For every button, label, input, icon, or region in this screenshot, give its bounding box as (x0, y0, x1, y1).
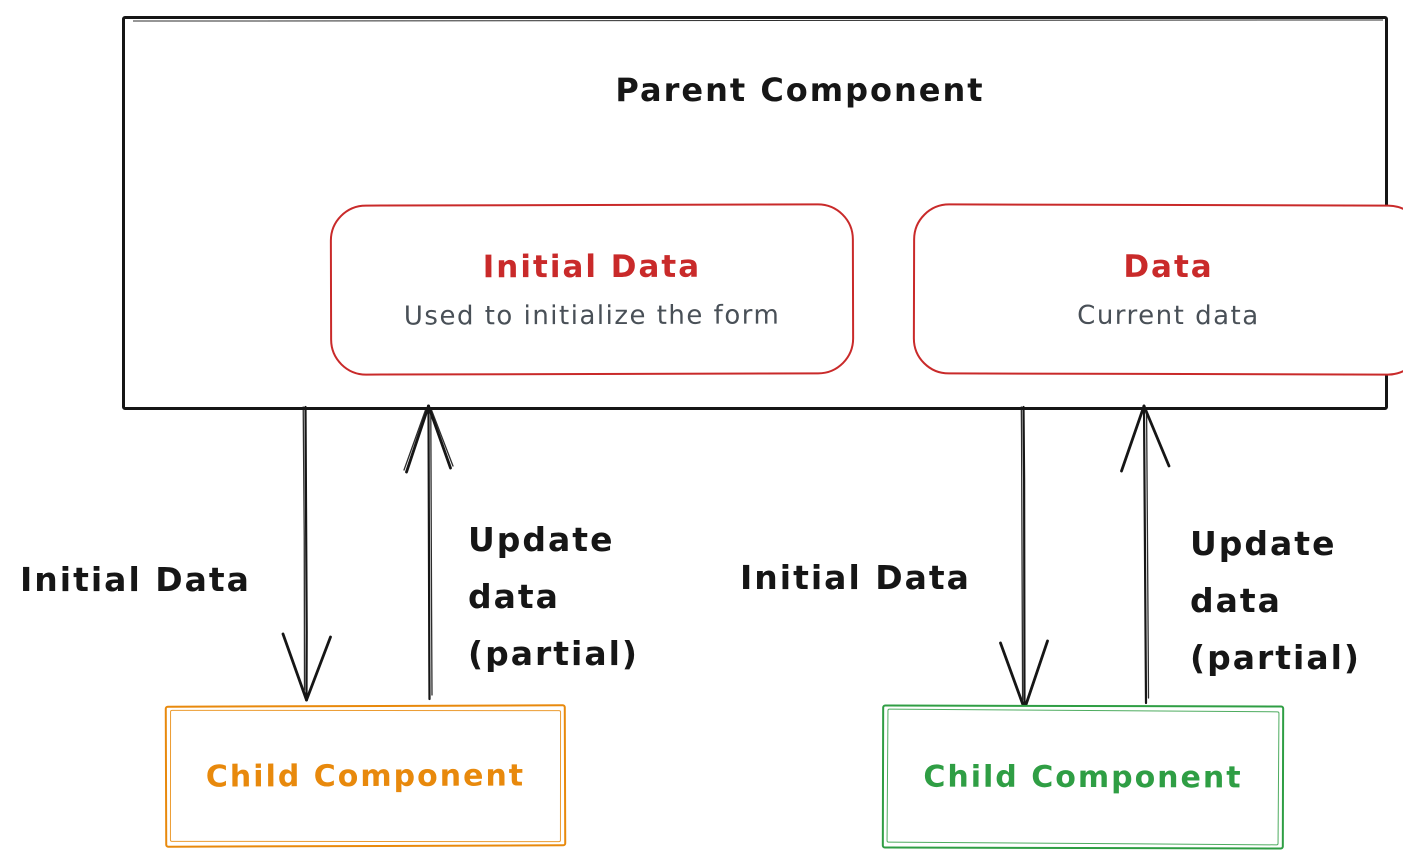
left-update-label-line3: (partial) (468, 633, 639, 673)
right-child-component-title: Child Component (923, 759, 1243, 795)
left-initial-data-label: Initial Data (20, 560, 251, 599)
parent-component-box: Parent Component Initial Data Used to in… (122, 16, 1403, 410)
left-update-data-label: Update data (partial) (468, 512, 639, 682)
parent-component-title: Parent Component (615, 71, 985, 109)
left-child-component-box: Child Component (164, 704, 567, 848)
right-child-component-box: Child Component (881, 704, 1285, 850)
right-update-label-line1: Update (1190, 524, 1337, 563)
initial-data-title: Initial Data (482, 248, 702, 285)
left-child-component-title: Child Component (205, 757, 526, 795)
right-down-arrow (999, 405, 1049, 711)
right-update-label-line2: data (1190, 580, 1282, 620)
left-down-arrow (281, 405, 332, 702)
data-box: Data Current data (912, 203, 1403, 376)
initial-data-box: Initial Data Used to initialize the form (329, 203, 855, 376)
sketch-restroke-line (132, 19, 1384, 22)
right-initial-data-label: Initial Data (740, 558, 971, 597)
data-subtitle: Current data (1077, 300, 1260, 331)
data-title: Data (1123, 248, 1214, 285)
left-update-label-line1: Update (468, 520, 615, 559)
left-update-label-line2: data (468, 576, 560, 616)
left-up-arrow (403, 404, 454, 701)
initial-data-subtitle: Used to initialize the form (403, 300, 781, 331)
right-update-data-label: Update data (partial) (1190, 516, 1361, 686)
right-up-arrow (1120, 404, 1171, 705)
right-update-label-line3: (partial) (1190, 637, 1361, 677)
